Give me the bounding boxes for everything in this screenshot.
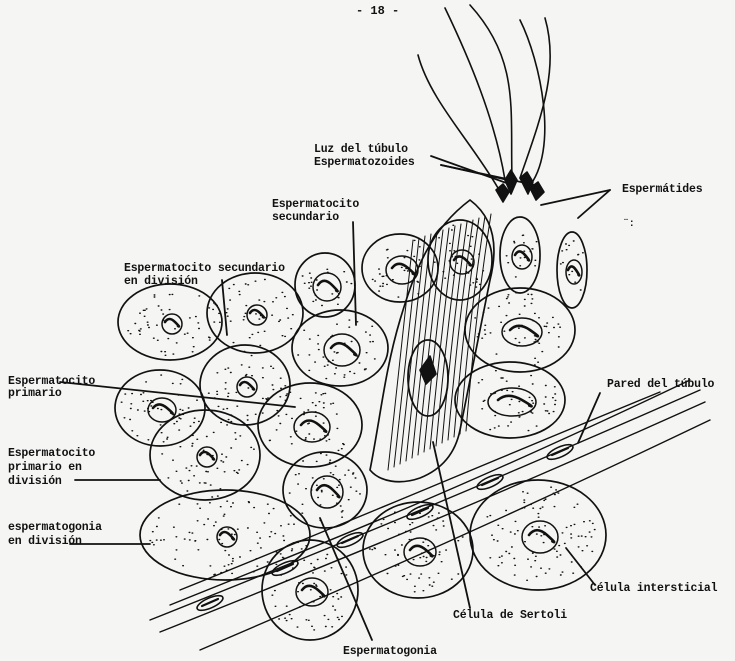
chromatin [165, 319, 179, 327]
spermatozoa-group [418, 5, 550, 202]
sertoli-streak [394, 238, 419, 467]
chromatin [250, 310, 264, 318]
label-esp-primario-2: primario [8, 387, 62, 400]
label-espermatogonia-division-2: en división [8, 535, 82, 548]
label-luz-del-tubulo: Luz del túbulo [314, 143, 408, 156]
nucleus [311, 476, 343, 508]
nucleus [217, 527, 237, 547]
stipple [162, 418, 254, 494]
spermatid [500, 217, 540, 293]
nucleus [324, 334, 360, 366]
label-espermatocito-secundario-2: secundario [272, 211, 339, 224]
label-espermatides: Espermátides [622, 183, 702, 196]
stipple [298, 320, 375, 379]
nucleus [237, 377, 257, 397]
secondary-spermatocyte [292, 310, 388, 386]
label-esp-prim-division: Espermatocito [8, 447, 95, 460]
nucleus [404, 538, 436, 566]
primary-spermatocyte [200, 345, 290, 425]
stipple [128, 294, 214, 355]
nucleus [512, 245, 532, 269]
nucleus [162, 314, 182, 334]
page-number: - 18 - [356, 4, 399, 18]
stipple [289, 460, 360, 520]
stipple [478, 371, 555, 431]
spermatogonium [283, 452, 367, 528]
primary-spermatocyte [115, 370, 205, 446]
stipple [370, 507, 463, 592]
nucleus [566, 260, 582, 284]
leader-esp-primario [60, 382, 295, 407]
spermatocyte [118, 284, 222, 360]
label-espermatogonia-division: espermatogonia [8, 521, 102, 534]
label-leaders [60, 156, 610, 640]
label-espermatocito-secundario: Espermatocito [272, 198, 359, 211]
label-celula-intersticial: Célula intersticial [590, 582, 717, 595]
stray-mark: ¨: [623, 218, 635, 231]
nucleus [313, 273, 341, 301]
stipple [487, 487, 595, 580]
chromatin [317, 485, 339, 497]
nucleus [502, 318, 542, 346]
tubule-wall-line [160, 402, 705, 632]
nucleus [247, 305, 267, 325]
leader-luz [431, 156, 512, 185]
chromatin [515, 251, 529, 260]
chromatin [301, 421, 326, 432]
chromatin [392, 264, 414, 275]
leader-intersticial [566, 548, 595, 585]
sperm-tail [470, 5, 512, 178]
label-celula-sertoli: Célula de Sertoli [453, 609, 567, 622]
chromatin [331, 343, 356, 355]
chromatin [240, 382, 254, 390]
chromatin [153, 404, 173, 413]
label-espermatozoides: Espermatozoides [314, 156, 415, 169]
label-esp-prim-division-2: primario en [8, 461, 82, 474]
nucleus [522, 521, 558, 553]
leader-esp-sec-division [222, 280, 227, 335]
stipple [302, 269, 351, 305]
nucleus [294, 412, 330, 442]
label-esp-prim-division-3: división [8, 475, 62, 488]
spermatid [295, 253, 355, 317]
label-espermatogonia: Espermatogonia [343, 645, 437, 658]
tubule-wall-line [170, 380, 690, 605]
sperm-tail [520, 18, 550, 178]
nucleus [197, 447, 217, 467]
chromatin [318, 281, 338, 292]
chromatin [200, 452, 214, 460]
label-esp-sec-division-2: en división [124, 275, 198, 288]
leader-espermatides-2 [541, 190, 610, 205]
chromatin [410, 546, 432, 557]
label-esp-sec-division: Espermatocito secundario [124, 262, 285, 275]
label-pared-del-tubulo: Pared del túbulo [607, 378, 714, 391]
spermatocyte [465, 288, 575, 372]
stipple [269, 392, 344, 461]
sperm-tail [520, 20, 545, 188]
stipple [209, 352, 286, 421]
chromatin [498, 396, 532, 407]
stipple [475, 293, 560, 365]
chromatin [510, 326, 538, 337]
chromatin [302, 586, 324, 597]
primary-spermatocyte-dividing [150, 410, 260, 500]
chromatin [220, 532, 234, 540]
